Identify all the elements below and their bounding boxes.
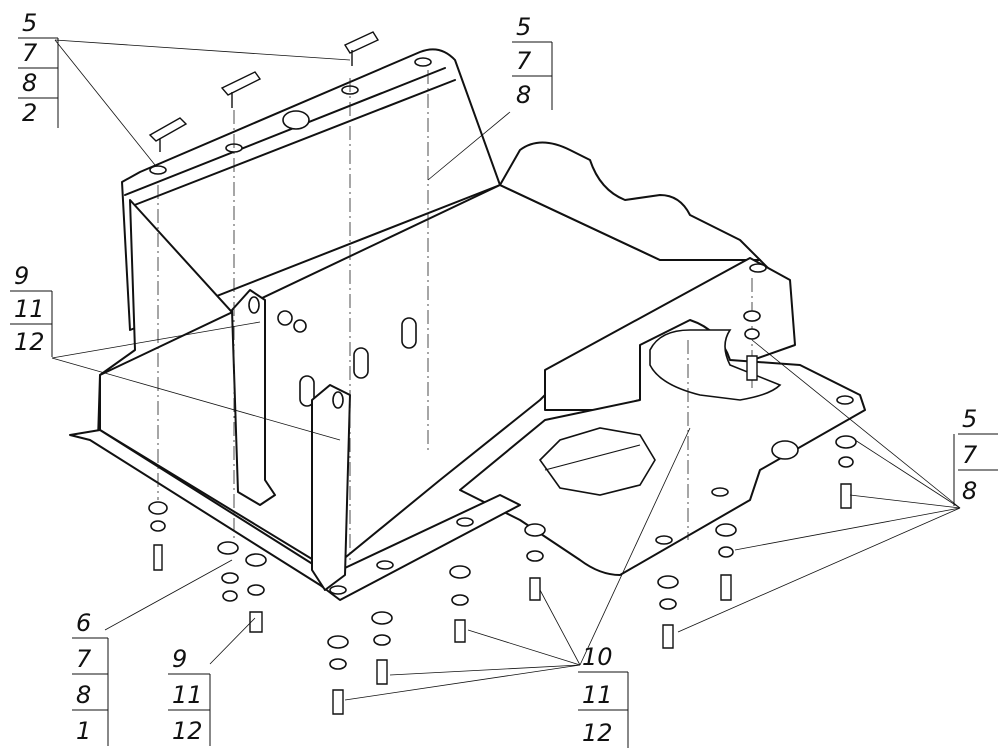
bolt-stack: [217, 541, 239, 602]
bolt: [220, 71, 262, 108]
callout-number: 8: [962, 477, 977, 505]
inner-notch: [649, 329, 782, 401]
callout-number: 1: [76, 717, 91, 745]
slot-hole: [376, 560, 394, 570]
back-wall: [121, 48, 501, 331]
callout-number: 9: [14, 262, 29, 290]
top-flange: [124, 67, 456, 207]
callout-right: 5 7 8: [953, 405, 998, 506]
slot-hole: [655, 535, 673, 545]
skid-plate: [69, 48, 866, 601]
callout-number: 7: [22, 39, 38, 67]
callout-number: 9: [172, 645, 187, 673]
weld-nut: [282, 110, 310, 130]
callout-bottom-center: 10 11 12: [578, 643, 629, 748]
callout-bottom-left: 6 7 8 1: [72, 609, 109, 746]
callout-number: 7: [516, 47, 532, 75]
slot-hole: [149, 165, 167, 175]
bolt-stack: [371, 611, 393, 685]
bolt-stack: [743, 310, 761, 381]
callout-left-middle: 9 11 12: [10, 262, 53, 357]
bolt-stack: [524, 523, 546, 601]
slot-hole: [401, 317, 417, 349]
callout-number: 10: [582, 643, 613, 671]
callout-number: 11: [582, 681, 613, 709]
slot-hole: [711, 487, 729, 497]
bolt-stack: [715, 523, 737, 601]
bolt-stack: [835, 435, 857, 509]
bolt-stack: [327, 635, 349, 715]
callout-number: 6: [76, 609, 91, 637]
weld-nut: [771, 440, 799, 460]
fasteners: [148, 31, 857, 715]
bolt-stack: [245, 553, 267, 633]
bolt-stack: [657, 575, 679, 649]
brackets: [231, 289, 351, 591]
slot-hole: [456, 517, 474, 527]
right-section: [499, 141, 761, 261]
bolt: [148, 117, 188, 152]
callout-number: 7: [962, 441, 978, 469]
callout-number: 8: [76, 681, 91, 709]
callout-number: 12: [582, 719, 613, 747]
callout-number: 5: [962, 405, 977, 433]
callout-number: 2: [22, 99, 37, 127]
callout-bottom-left-2: 9 11 12: [168, 645, 211, 746]
bracket-right: [311, 384, 351, 591]
bolt-stack: [449, 565, 471, 643]
callout-number: 11: [172, 681, 203, 709]
callout-number: 5: [516, 13, 531, 41]
bolt: [277, 310, 307, 333]
slot-hole: [329, 585, 347, 595]
callout-number: 8: [22, 69, 37, 97]
callout-number: 5: [22, 9, 37, 37]
leader-lines: [51, 39, 961, 701]
slot-hole: [414, 57, 432, 67]
slot-hole: [749, 263, 767, 273]
callout-top-center: 5 7 8: [512, 13, 553, 110]
callout-number: 12: [172, 717, 203, 745]
callout-number: 7: [76, 645, 92, 673]
bolt: [343, 31, 380, 66]
slot-hole: [353, 347, 369, 379]
slot-hole: [836, 395, 854, 405]
bolt-stack: [148, 501, 168, 571]
bracket-left: [231, 289, 276, 506]
front-lip: [69, 429, 521, 601]
callout-number: 12: [14, 328, 45, 356]
callout-number: 8: [516, 81, 531, 109]
callout-number: 11: [14, 295, 45, 323]
slot-hole: [299, 375, 315, 407]
oval-cutout: [538, 427, 656, 496]
